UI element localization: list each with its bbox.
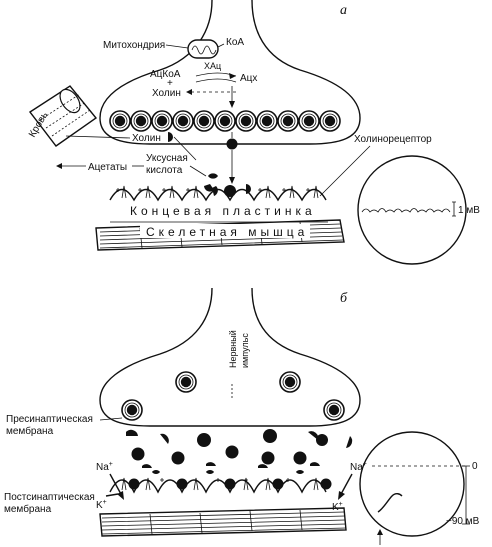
ach-label: Ацх [240, 73, 257, 84]
vesicle [323, 399, 345, 421]
vesicle [235, 110, 257, 132]
panel-label-b: б [340, 291, 348, 306]
scale-bar [452, 201, 456, 217]
vesicle [298, 110, 320, 132]
ach-molecule [226, 138, 238, 150]
muscle-label-bg [140, 224, 310, 238]
postsynaptic-label-2: мембрана [4, 503, 52, 515]
presynaptic-label-2: мембрана [6, 425, 54, 437]
epp-trace [377, 493, 403, 513]
choline-molecule [168, 132, 173, 142]
na-right-arrowhead [338, 491, 345, 500]
vesicle [172, 110, 194, 132]
presynaptic-leader [99, 417, 123, 421]
coa-arrow [217, 43, 225, 48]
vesicle [130, 110, 152, 132]
oscilloscope-b [359, 431, 465, 537]
synthesis-arrowhead [229, 73, 236, 79]
zero-label: 0 [472, 461, 478, 472]
receptor-spikes-b [121, 477, 319, 491]
k-left-arrow [105, 493, 119, 497]
vesicle [277, 110, 299, 132]
vesicle [193, 110, 215, 132]
mepp-trace [361, 208, 451, 213]
choline-synthesis-label: Холин [152, 88, 181, 99]
acetates-label: Ацетаты [88, 162, 127, 173]
plus-minus-signs-a [116, 188, 310, 192]
na-right-arrow [339, 473, 353, 497]
presynaptic-label-1: Пресинаптическая [6, 414, 93, 425]
mitochondrion [187, 39, 219, 59]
na-left-label: Na+ [96, 461, 113, 473]
vesicle [319, 110, 341, 132]
vesicle [121, 399, 143, 421]
presynaptic-terminal-a [99, 0, 361, 145]
ach-split-molecule [212, 186, 218, 196]
scale-label: 1 мВ [458, 205, 480, 216]
cholinoreceptor-leader [319, 145, 371, 197]
vesicle [214, 110, 236, 132]
ach-split-molecule [208, 173, 218, 179]
acetyl-coa-label: АцКоА [150, 69, 181, 80]
acetic-acid-label-2: кислота [146, 165, 183, 176]
choline-leader [65, 135, 131, 139]
nerve-impulse-label-1: Нервный [228, 330, 238, 368]
release-arrowhead [229, 177, 235, 184]
cholinoreceptor-label: Холинорецептор [354, 134, 432, 145]
ach-split-molecule [204, 184, 214, 192]
na-right-label: Na+ [350, 461, 367, 473]
end-plate-membrane-a [109, 188, 327, 202]
chac-label: ХАц [204, 61, 221, 71]
vesicle [256, 110, 278, 132]
oscilloscope-a [357, 155, 467, 265]
acetic-acid-arrow [189, 165, 207, 177]
postsynaptic-label-1: Постсинаптическая [4, 492, 95, 503]
stimulus-arrowhead [377, 529, 383, 535]
plus-label: + [167, 78, 173, 89]
mitochondria-label: Митохондрия [103, 40, 165, 51]
na-left-arrowhead [117, 491, 124, 500]
minus90-label: −90 мВ [446, 516, 480, 527]
acetates-arrowhead [56, 163, 62, 169]
released-ach-b [126, 429, 353, 468]
vesicle-row-a [109, 110, 341, 132]
vesicle [279, 371, 301, 393]
blood-vessel [28, 85, 98, 147]
receptor-spikes-a [121, 185, 319, 199]
end-plate-label: Концевая пластинка [130, 204, 316, 218]
k-right-label: K+ [332, 501, 343, 513]
acetic-acid-label-1: Уксусная [146, 153, 188, 164]
choline-uptake-arrow [173, 136, 197, 161]
voltage-scale-ticks [462, 465, 470, 525]
ach-to-vesicle-arrowhead [229, 101, 235, 108]
na-left-arrow [109, 473, 123, 497]
k-left-label: K+ [96, 499, 107, 511]
vesicle [151, 110, 173, 132]
vesicle [109, 110, 131, 132]
panel-label-a: а [340, 3, 347, 18]
vesicle [175, 371, 197, 393]
mitochondria-leader [165, 44, 189, 49]
ach-bound-molecule [224, 185, 236, 197]
muscle-label: Скелетная мышца [146, 225, 308, 239]
synthesis-arrow-bottom [195, 78, 237, 83]
choline-label: Холин [132, 133, 161, 144]
recycle-arrowhead [186, 89, 192, 95]
nerve-impulse-label-2: импульс [240, 333, 250, 368]
coa-label: КоА [226, 37, 244, 48]
bound-receptors-b [128, 469, 332, 490]
presynaptic-terminal-b [99, 287, 361, 427]
skeletal-muscle-b [99, 507, 347, 537]
vesicle-row-b [121, 371, 345, 421]
